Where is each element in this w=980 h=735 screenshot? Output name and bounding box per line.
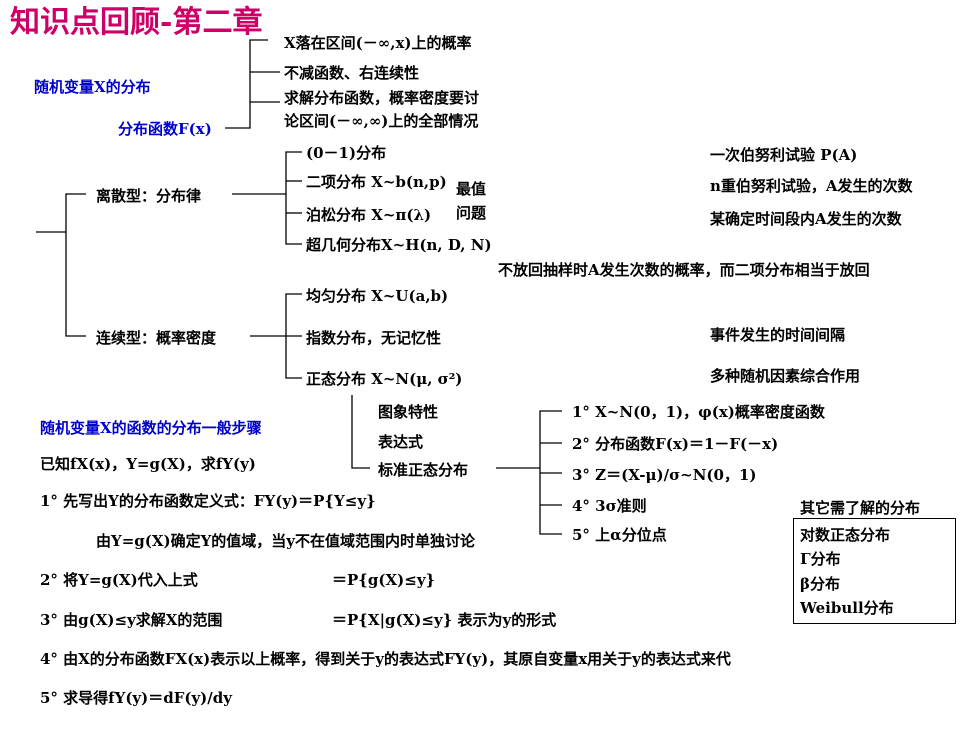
other-distributions-box [793,518,956,624]
standard-point-2: 2° 分布函数F(x)＝1－F(－x) [572,435,779,453]
distribution-function-label: 分布函数F(x) [118,120,212,138]
function-step-4: 4° 由X的分布函数FX(x)表示以上概率，得到关于y的表达式FY(y)，其原自… [40,650,731,668]
standard-point-4: 4° 3σ准则 [572,497,647,515]
extreme-value-label-2: 问题 [456,204,487,222]
standard-point-5: 5° 上α分位点 [572,526,667,544]
note-exponential: 事件发生的时间间隔 [710,326,846,344]
discrete-item-poisson: 泊松分布 X~π(λ) [306,206,432,224]
rv-distribution-label: 随机变量X的分布 [34,78,151,96]
other-dist-lognormal: 对数正态分布 [800,526,891,544]
df-item-interval: X落在区间(－∞,x)上的概率 [284,34,472,52]
function-step-3: 3° 由g(X)≤y求解X的范围 [40,611,223,629]
standard-point-3: 3° Z＝(X-μ)/σ~N(0，1) [572,466,757,484]
continuous-item-exponential: 指数分布，无记忆性 [306,329,442,347]
note-poisson: 某确定时间段内A发生的次数 [710,210,902,228]
df-item-intervals: 论区间(－∞,∞)上的全部情况 [284,112,479,130]
note-bernoulli: 一次伯努利试验 P(A) [710,146,858,164]
function-step-1: 1° 先写出Y的分布函数定义式：FY(y)＝P{Y≤y} [40,492,376,510]
continuous-item-uniform: 均匀分布 X~U(a,b) [306,287,449,305]
function-step-3-formula: ＝P{X|g(X)≤y} 表示为y的形式 [332,611,557,629]
standard-point-1: 1° X~N(0，1)，φ(x)概率密度函数 [572,403,825,421]
note-binomial: n重伯努利试验，A发生的次数 [710,177,913,195]
df-item-solve: 求解分布函数，概率密度要讨 [284,89,480,107]
function-step-2-formula: ＝P{g(X)≤y} [332,571,436,589]
note-hypergeometric: 不放回抽样时A发生次数的概率，而二项分布相当于放回 [498,261,870,279]
discrete-label: 离散型：分布律 [96,187,202,205]
continuous-label: 连续型：概率密度 [96,329,217,347]
df-item-monotone: 不减函数、右连续性 [284,64,420,82]
discrete-item-bernoulli: (0－1)分布 [306,144,387,162]
other-dist-gamma: Γ分布 [800,550,841,568]
other-dist-beta: β分布 [800,575,840,593]
function-steps-given: 已知fX(x)，Y=g(X)，求fY(y) [40,455,256,473]
other-distributions-heading: 其它需了解的分布 [800,499,921,517]
normal-item-graph: 图象特性 [378,403,439,421]
function-step-1-note: 由Y=g(X)确定Y的值域，当y不在值域范围内时单独讨论 [96,532,476,550]
function-step-5: 5° 求导得fY(y)＝dF(y)/dy [40,689,232,707]
note-normal: 多种随机因素综合作用 [710,367,861,385]
continuous-item-normal: 正态分布 X~N(μ, σ²) [306,370,463,388]
extreme-value-label-1: 最值 [456,180,487,198]
function-steps-heading: 随机变量X的函数的分布一般步骤 [40,419,262,437]
function-step-2: 2° 将Y=g(X)代入上式 [40,571,198,589]
normal-item-expression: 表达式 [378,433,424,451]
other-dist-weibull: Weibull分布 [800,599,894,617]
discrete-item-binomial: 二项分布 X~b(n,p) [306,173,447,191]
discrete-item-hypergeometric: 超几何分布X~H(n, D, N) [306,236,492,254]
normal-item-standard: 标准正态分布 [378,461,469,479]
page-title: 知识点回顾-第二章 [10,5,263,40]
